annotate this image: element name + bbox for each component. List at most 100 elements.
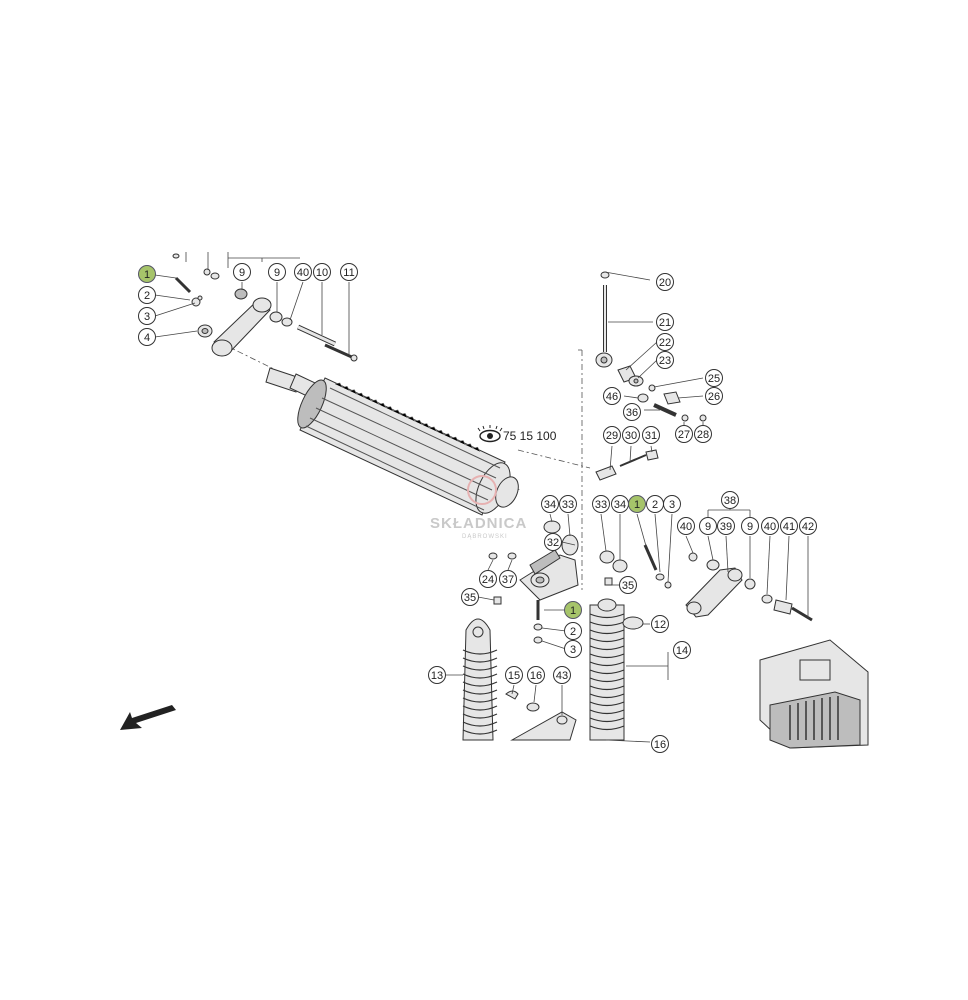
callout-26[interactable]: 26 bbox=[705, 387, 723, 405]
callout-circle bbox=[673, 641, 691, 659]
callout-13[interactable]: 13 bbox=[428, 666, 446, 684]
callout-label: 35 bbox=[464, 592, 476, 604]
callout-41[interactable]: 41 bbox=[780, 517, 798, 535]
callout-1[interactable]: 1 bbox=[628, 495, 646, 513]
callout-23[interactable]: 23 bbox=[656, 351, 674, 369]
callout-43[interactable]: 43 bbox=[553, 666, 571, 684]
callout-39[interactable]: 39 bbox=[717, 517, 735, 535]
callout-2[interactable]: 2 bbox=[138, 286, 156, 304]
callout-24[interactable]: 24 bbox=[479, 570, 497, 588]
callout-label: 9 bbox=[274, 267, 280, 279]
callout-40[interactable]: 40 bbox=[761, 517, 779, 535]
callout-label: 15 bbox=[508, 670, 520, 682]
callout-40[interactable]: 40 bbox=[294, 263, 312, 281]
callout-3[interactable]: 3 bbox=[564, 640, 582, 658]
callout-circle bbox=[675, 425, 693, 443]
callout-label: 1 bbox=[144, 269, 150, 281]
callout-circle bbox=[651, 735, 669, 753]
pivot-arm bbox=[172, 253, 358, 362]
callout-label: 4 bbox=[144, 332, 150, 344]
callout-label: 21 bbox=[659, 317, 671, 329]
callout-16[interactable]: 16 bbox=[651, 735, 669, 753]
right-bracket bbox=[643, 507, 813, 622]
callout-label: 23 bbox=[659, 355, 671, 367]
callout-circle bbox=[544, 533, 562, 551]
callout-21[interactable]: 21 bbox=[656, 313, 674, 331]
callout-37[interactable]: 37 bbox=[499, 570, 517, 588]
callout-34[interactable]: 34 bbox=[541, 495, 559, 513]
callout-circle bbox=[553, 666, 571, 684]
callout-1[interactable]: 1 bbox=[564, 601, 582, 619]
callout-9[interactable]: 9 bbox=[699, 517, 717, 535]
callout-38[interactable]: 38 bbox=[721, 491, 739, 509]
callout-2[interactable]: 2 bbox=[646, 495, 664, 513]
callout-label: 40 bbox=[297, 267, 309, 279]
callout-22[interactable]: 22 bbox=[656, 333, 674, 351]
callout-35[interactable]: 35 bbox=[619, 576, 637, 594]
callout-12[interactable]: 12 bbox=[651, 615, 669, 633]
callout-28[interactable]: 28 bbox=[694, 425, 712, 443]
callout-15[interactable]: 15 bbox=[505, 666, 523, 684]
watermark-sub: DĄBROWSKI bbox=[462, 534, 508, 540]
center-leaders bbox=[477, 513, 621, 650]
callout-circle bbox=[294, 263, 312, 281]
callout-25[interactable]: 25 bbox=[705, 369, 723, 387]
callout-circle bbox=[656, 333, 674, 351]
callout-29[interactable]: 29 bbox=[603, 426, 621, 444]
callout-circle bbox=[564, 622, 582, 640]
callout-label: 22 bbox=[659, 337, 671, 349]
callout-4[interactable]: 4 bbox=[138, 328, 156, 346]
callout-31[interactable]: 31 bbox=[642, 426, 660, 444]
callout-circle bbox=[313, 263, 331, 281]
callout-20[interactable]: 20 bbox=[656, 273, 674, 291]
callout-label: 9 bbox=[705, 521, 711, 533]
callout-14[interactable]: 14 bbox=[673, 641, 691, 659]
callout-3[interactable]: 3 bbox=[663, 495, 681, 513]
callout-27[interactable]: 27 bbox=[675, 425, 693, 443]
callout-label: 41 bbox=[783, 521, 795, 533]
callout-46[interactable]: 46 bbox=[603, 387, 621, 405]
callout-label: 46 bbox=[606, 391, 618, 403]
callout-label: 32 bbox=[547, 537, 559, 549]
callout-32[interactable]: 32 bbox=[544, 533, 562, 551]
callout-circle bbox=[564, 640, 582, 658]
callout-label: 29 bbox=[606, 430, 618, 442]
callout-label: 40 bbox=[764, 521, 776, 533]
callout-9[interactable]: 9 bbox=[268, 263, 286, 281]
callout-36[interactable]: 36 bbox=[623, 403, 641, 421]
callout-label: 34 bbox=[614, 499, 626, 511]
callout-33[interactable]: 33 bbox=[559, 495, 577, 513]
callout-42[interactable]: 42 bbox=[799, 517, 817, 535]
callout-33[interactable]: 33 bbox=[592, 495, 610, 513]
callout-circle bbox=[705, 387, 723, 405]
callout-circle bbox=[479, 570, 497, 588]
callout-1[interactable]: 1 bbox=[138, 265, 156, 283]
eye-icon bbox=[477, 425, 503, 443]
callout-3[interactable]: 3 bbox=[138, 307, 156, 325]
callout-2[interactable]: 2 bbox=[564, 622, 582, 640]
callout-40[interactable]: 40 bbox=[677, 517, 695, 535]
callout-label: 16 bbox=[530, 670, 542, 682]
watermark: SKŁADNICA DĄBROWSKI bbox=[430, 475, 526, 540]
callout-11[interactable]: 11 bbox=[340, 263, 358, 281]
reference-link[interactable]: 75 15 100 bbox=[477, 425, 557, 443]
callout-35[interactable]: 35 bbox=[461, 588, 479, 606]
callout-label: 36 bbox=[626, 407, 638, 419]
callout-label: 28 bbox=[697, 429, 709, 441]
callout-label: 9 bbox=[239, 267, 245, 279]
callout-circle bbox=[761, 517, 779, 535]
callout-16[interactable]: 16 bbox=[527, 666, 545, 684]
callout-circle bbox=[138, 265, 156, 283]
callout-9[interactable]: 9 bbox=[741, 517, 759, 535]
callout-circle bbox=[656, 313, 674, 331]
callout-circle bbox=[603, 426, 621, 444]
callout-10[interactable]: 10 bbox=[313, 263, 331, 281]
callout-9[interactable]: 9 bbox=[233, 263, 251, 281]
callout-circle bbox=[603, 387, 621, 405]
callout-30[interactable]: 30 bbox=[622, 426, 640, 444]
callout-circle bbox=[663, 495, 681, 513]
callout-label: 39 bbox=[720, 521, 732, 533]
callout-34[interactable]: 34 bbox=[611, 495, 629, 513]
